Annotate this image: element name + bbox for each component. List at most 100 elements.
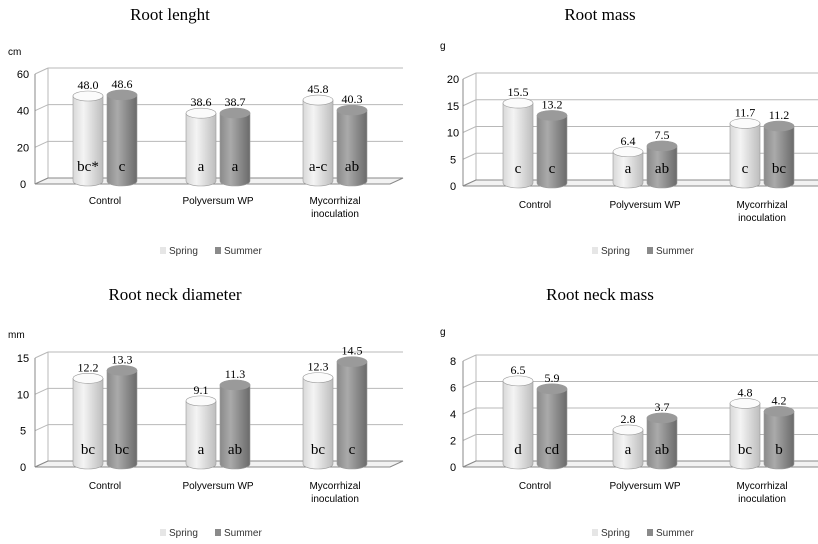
y-tick-label: 8 <box>450 356 456 368</box>
bar-body <box>729 403 761 470</box>
significance-letter: bc <box>115 442 130 458</box>
bar-spring-1 <box>502 97 534 189</box>
data-label: 3.7 <box>655 400 670 414</box>
significance-letter: c <box>742 161 749 177</box>
data-label: 38.6 <box>191 95 212 109</box>
legend-swatch-summer <box>647 529 653 536</box>
legend-swatch-summer <box>215 247 221 254</box>
bar-body <box>336 361 368 470</box>
bar-body <box>72 378 104 470</box>
legend-swatch-spring <box>592 247 598 254</box>
bar-body <box>72 95 104 187</box>
data-label: 6.4 <box>621 134 636 148</box>
bar-spring-1 <box>72 373 104 470</box>
legend-label: Spring <box>169 528 198 539</box>
y-tick-label: 40 <box>17 106 29 118</box>
significance-letter: a <box>232 159 239 175</box>
bar-top <box>336 356 368 367</box>
bar-summer-2 <box>219 107 251 187</box>
y-tick-label: 20 <box>17 142 29 154</box>
data-label: 45.8 <box>308 82 329 96</box>
bar-top <box>106 89 138 101</box>
significance-letter: ab <box>655 442 669 458</box>
gridline-stub <box>34 424 49 432</box>
y-tick-label: 0 <box>450 462 456 474</box>
data-label: 48.0 <box>78 78 99 92</box>
bar-spring-3 <box>302 372 334 470</box>
data-label: 11.7 <box>735 105 756 119</box>
legend-swatch-summer <box>647 247 653 254</box>
x-category-label: Mycorrhizal <box>736 200 787 211</box>
significance-letter: c <box>119 159 126 175</box>
chart-panel-2: Root massg0510152015.5c6.4a11.7c13.2c7.5… <box>440 5 818 257</box>
x-category-label: Control <box>89 481 121 492</box>
significance-letter: bc <box>81 442 96 458</box>
x-category-label: Control <box>519 200 551 211</box>
data-label: 12.2 <box>78 360 99 374</box>
gridline-stub <box>34 67 49 75</box>
x-category-label: Polyversum WP <box>182 196 253 207</box>
significance-letter: bc <box>738 442 753 458</box>
bar-top <box>106 365 138 376</box>
bar-body <box>536 115 568 189</box>
bar-body <box>646 417 678 470</box>
significance-letter: bc <box>772 161 787 177</box>
bar-spring-1 <box>72 90 104 187</box>
bar-top <box>502 97 534 109</box>
bar-spring-2 <box>612 146 644 189</box>
y-axis-unit: cm <box>8 47 21 58</box>
data-label: 14.5 <box>342 344 363 358</box>
data-label: 15.5 <box>508 85 529 99</box>
x-category-label: Polyversum WP <box>182 481 253 492</box>
bar-spring-2 <box>185 107 217 187</box>
bar-top <box>536 110 568 121</box>
significance-letter: c <box>349 442 356 458</box>
legend-swatch-spring <box>592 529 598 536</box>
significance-letter: ab <box>655 161 669 177</box>
chart-panel-1: Root lenghtcm020406048.0bc*38.6a45.8a-c4… <box>8 5 404 257</box>
significance-letter: d <box>514 442 522 458</box>
gridline-stub <box>462 407 477 415</box>
chart-panel-3: Root neck diametermm05101512.2bc9.1a12.3… <box>8 285 404 539</box>
significance-letter: b <box>775 442 783 458</box>
data-label: 40.3 <box>342 92 363 106</box>
bar-top <box>185 107 217 119</box>
bar-top <box>302 372 334 383</box>
bar-top <box>612 424 644 436</box>
bar-top <box>72 90 104 102</box>
data-label: 48.6 <box>112 77 133 91</box>
bar-body <box>763 125 795 189</box>
legend-label: Summer <box>224 246 262 257</box>
bar-body <box>219 112 251 187</box>
bar-body <box>336 109 368 187</box>
significance-letter: cd <box>545 442 560 458</box>
legend-swatch-spring <box>160 529 166 536</box>
y-axis-unit: g <box>440 41 446 52</box>
bar-body <box>612 151 644 189</box>
chart-title: Root lenght <box>130 5 210 24</box>
legend-label: Summer <box>224 528 262 539</box>
chart-title: Root mass <box>564 5 635 24</box>
x-category-label: inoculation <box>738 494 786 505</box>
significance-letter: ab <box>228 442 242 458</box>
y-tick-label: 5 <box>20 426 26 438</box>
bar-body <box>302 377 334 470</box>
data-label: 4.8 <box>738 385 753 399</box>
y-tick-label: 10 <box>17 389 29 401</box>
bar-spring-1 <box>502 375 534 470</box>
bar-summer-2 <box>219 379 251 470</box>
chart-title: Root neck mass <box>546 285 654 304</box>
bar-body <box>185 400 217 470</box>
y-tick-label: 20 <box>447 74 459 86</box>
legend-label: Summer <box>656 246 694 257</box>
data-label: 12.3 <box>308 360 329 374</box>
bar-summer-1 <box>106 89 138 187</box>
bar-summer-1 <box>536 110 568 189</box>
gridline-stub <box>462 99 477 107</box>
legend-label: Spring <box>169 246 198 257</box>
y-tick-label: 0 <box>20 179 26 191</box>
bar-spring-3 <box>729 398 761 470</box>
data-label: 6.5 <box>511 363 526 377</box>
x-category-label: inoculation <box>311 209 359 220</box>
chart-title: Root neck diameter <box>108 285 241 304</box>
